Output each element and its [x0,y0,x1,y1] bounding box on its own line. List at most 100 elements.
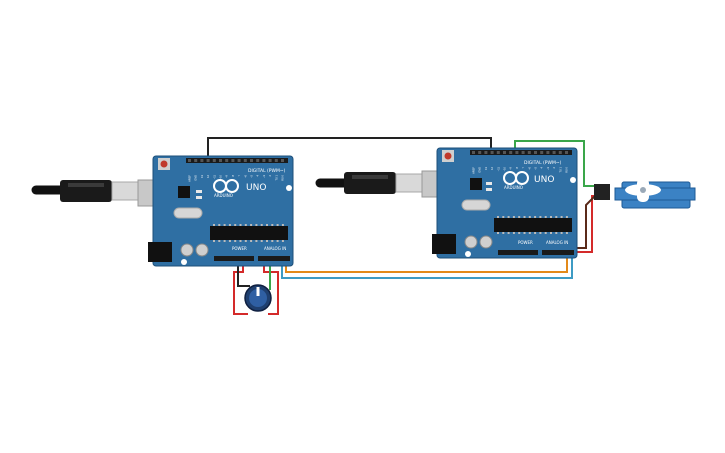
header-pin[interactable] [231,159,235,162]
header-pin[interactable] [496,151,500,154]
usb-cable-right[interactable] [315,170,457,198]
header-pin[interactable] [503,151,506,154]
pin-label: RX 0 [565,166,569,172]
header-pin[interactable] [274,159,278,162]
pin-label: 8 [515,166,519,168]
pin-label: TX 1 [558,166,562,172]
header-pin[interactable] [484,151,488,154]
header-pin[interactable] [534,151,537,154]
chip-pin [266,224,268,226]
power-jack[interactable] [432,234,456,254]
header-pin[interactable] [540,151,544,154]
pin-label: 12 [490,166,494,169]
header-pin[interactable] [268,159,272,162]
pin-label: GND [478,167,482,173]
chip-pin [565,216,568,218]
chip-pin [518,216,521,218]
wire-black-pot[interactable] [237,258,250,287]
mount-hole [286,185,292,191]
mount-hole [465,251,471,257]
pin-label: TX 1 [274,174,278,180]
chip-pin [266,240,268,242]
header-pin[interactable] [281,159,284,162]
board-model: UNO [534,175,554,185]
capacitor-1 [464,235,478,249]
header-pin[interactable] [219,159,222,162]
header-pin[interactable] [243,159,247,162]
chip-pin [528,216,531,218]
usb-cable-left[interactable] [31,179,173,207]
header-pin[interactable] [256,159,260,162]
chip-pin [555,232,558,234]
chip-pin [565,232,568,234]
servo-shaft [640,187,646,193]
header-pin[interactable] [212,159,216,162]
crystal [461,199,491,211]
capacitor-2 [479,235,493,249]
header-pin[interactable] [527,151,531,154]
atmega-chip [210,226,288,240]
potentiometer-knob-indicator [256,287,260,296]
header-pin[interactable] [250,159,253,162]
wire-red-pot-right[interactable] [263,260,279,315]
chip-pin [234,240,237,242]
header-pin[interactable] [472,151,475,154]
pin-label: GND [194,175,198,181]
header-pin[interactable] [515,151,519,154]
wire-green-servo[interactable] [514,140,596,187]
potentiometer[interactable] [244,284,272,312]
power-jack[interactable] [148,242,172,262]
chip-pin [244,240,247,242]
chip-pin [550,216,552,218]
header-pin[interactable] [200,159,204,162]
header-pin[interactable] [237,159,241,162]
chip-pin [555,216,558,218]
pin-label: 4 [540,166,544,168]
chip-pin [523,232,526,234]
pin-label: 2 [268,174,272,176]
header-pin[interactable] [478,151,482,154]
header-pin[interactable] [194,159,198,162]
chip-pin [234,224,237,226]
chip-pin [250,224,253,226]
power-label: POWER [518,240,533,245]
header-pin[interactable] [188,159,191,162]
pin-label: 13 [484,166,488,169]
usb-chip [178,186,190,198]
header-pin[interactable] [262,159,266,162]
chip-pin [239,240,242,242]
chip-pin [512,232,515,234]
header-pin[interactable] [521,151,525,154]
led-tx [196,190,202,193]
servo-motor[interactable] [594,178,696,209]
header-pin[interactable] [206,159,210,162]
header-pin[interactable] [225,159,229,162]
chip-pin [271,224,274,226]
chip-pin [539,216,542,218]
wire-brown-servo[interactable] [575,192,599,249]
header-pin[interactable] [546,151,550,154]
header-pin[interactable] [509,151,513,154]
chip-pin [502,216,505,218]
header-pin[interactable] [565,151,568,154]
header-pin[interactable] [490,151,494,154]
header-pin[interactable] [552,151,556,154]
reset-button-cap [444,152,452,160]
chip-pin [250,240,253,242]
pin-label: ~5 [534,166,538,170]
servo-connector [594,184,610,200]
chip-pins [497,216,568,234]
chip-pin [497,216,499,218]
logo-small-text: ARDUINO [214,193,233,198]
pin-label: AREF [472,167,476,174]
chip-pin [218,224,221,226]
wire-red-pot-left[interactable] [233,258,248,315]
chip-pin [255,224,258,226]
wire-black-top[interactable] [207,137,492,158]
header-pin[interactable] [558,151,562,154]
chip-pin [276,240,279,242]
